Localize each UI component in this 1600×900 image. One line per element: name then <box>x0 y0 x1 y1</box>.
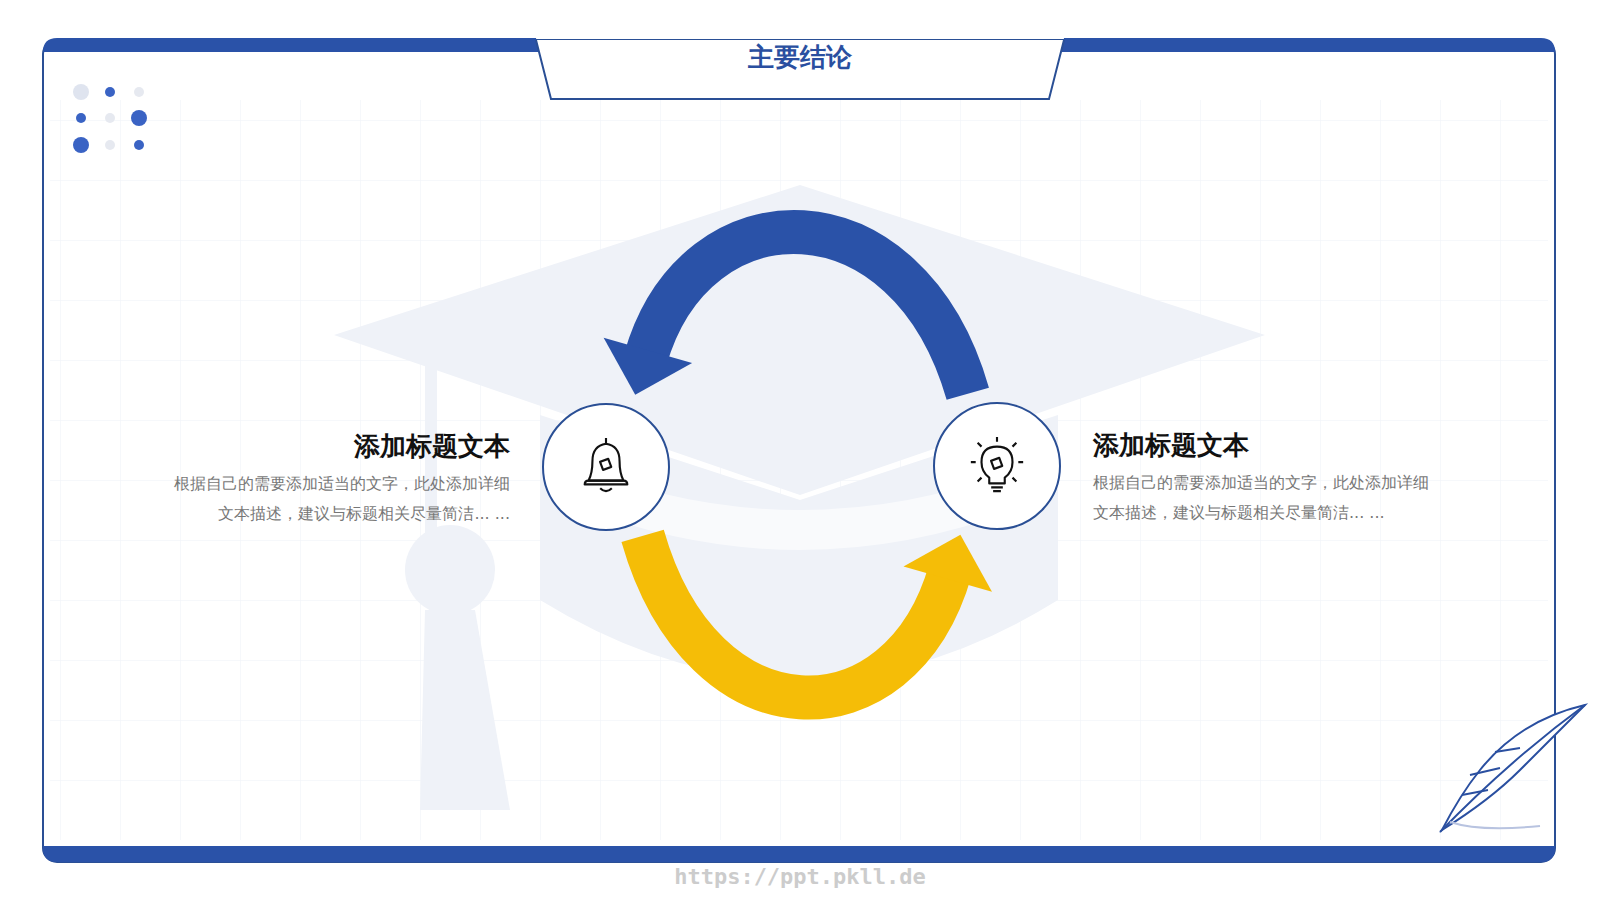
cycle-arrow <box>604 232 968 395</box>
bulb-icon <box>935 404 1059 528</box>
bell-icon <box>544 405 668 529</box>
arrow-shaft <box>645 232 967 394</box>
arrow-head <box>904 535 992 592</box>
arrow-head <box>604 338 692 395</box>
text-block: 添加标题文本根据自己的需要添加适当的文字，此处添加详细 文本描述，建议与标题相关… <box>150 429 510 529</box>
slide-title: 主要结论 <box>600 40 1000 75</box>
block-body: 根据自己的需要添加适当的文字，此处添加详细 文本描述，建议与标题相关尽量简洁..… <box>1093 468 1443 528</box>
icon-circle: 添加标题文本根据自己的需要添加适当的文字，此处添加详细 文本描述，建议与标题相关… <box>933 402 1061 530</box>
watermark: https://ppt.pkll.de <box>600 864 1000 889</box>
block-body: 根据自己的需要添加适当的文字，此处添加详细 文本描述，建议与标题相关尽量简洁..… <box>160 469 510 529</box>
block-heading: 添加标题文本 <box>1093 428 1453 462</box>
text-block: 添加标题文本根据自己的需要添加适当的文字，此处添加详细 文本描述，建议与标题相关… <box>1093 428 1453 528</box>
block-heading: 添加标题文本 <box>150 429 510 463</box>
arrow-shaft <box>643 536 951 698</box>
icon-circle: 添加标题文本根据自己的需要添加适当的文字，此处添加详细 文本描述，建议与标题相关… <box>542 403 670 531</box>
cycle-arrow <box>643 535 992 698</box>
